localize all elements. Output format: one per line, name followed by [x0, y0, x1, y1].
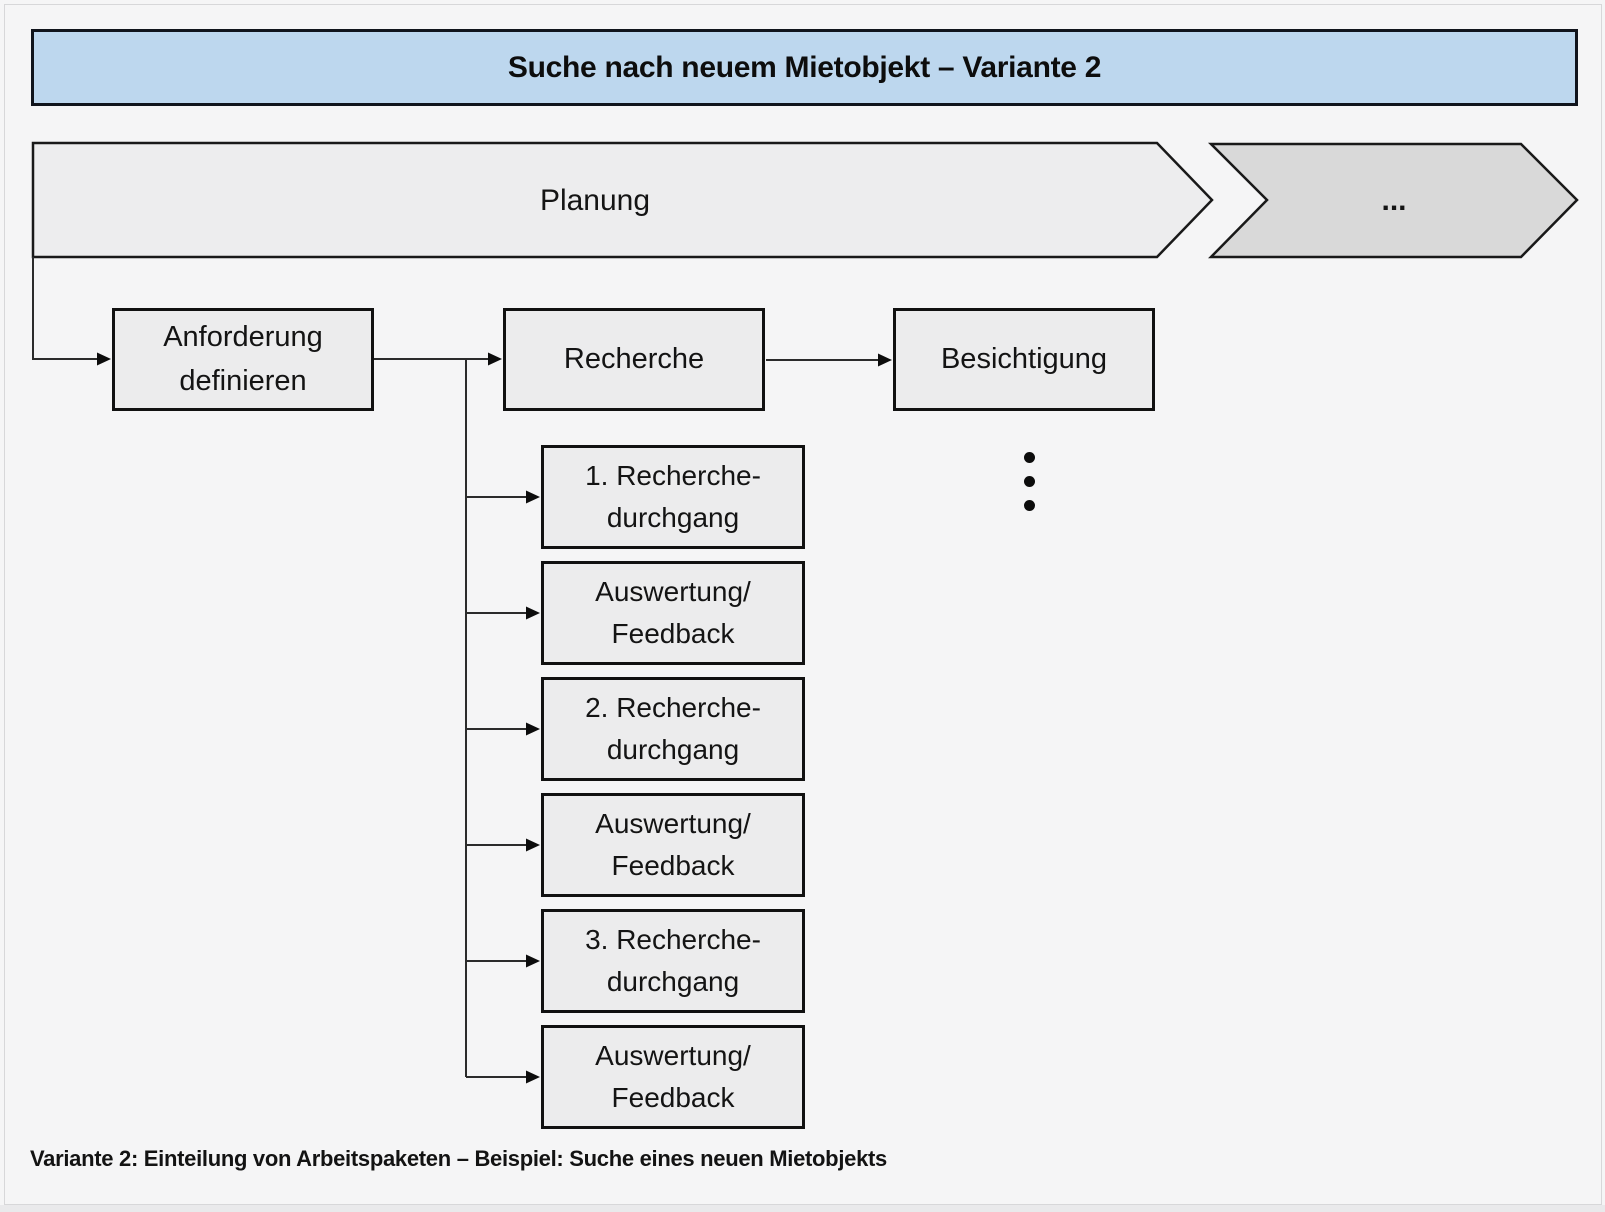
substep-5-line2: durchgang — [606, 966, 740, 997]
step-besichtigung: Besichtigung — [893, 308, 1155, 411]
ellipsis-dot — [1024, 452, 1035, 463]
phase-planung-label: Planung — [33, 144, 1157, 257]
substep-recherchedurchgang-3: 3. Recherche- durchgang — [541, 909, 805, 1013]
arrowhead-substep-4 — [526, 838, 540, 852]
substep-2-line2: Feedback — [611, 618, 735, 649]
diagram-title-bar: Suche nach neuem Mietobjekt – Variante 2 — [31, 29, 1578, 106]
arrowhead-substep-3 — [526, 722, 540, 736]
substep-6-line2: Feedback — [611, 1082, 735, 1113]
substep-3-line1: 2. Recherche- — [585, 692, 761, 723]
ellipsis-dot — [1024, 500, 1035, 511]
diagram-title: Suche nach neuem Mietobjekt – Variante 2 — [507, 50, 1102, 84]
arrowhead-substep-2 — [526, 606, 540, 620]
phase-planung-text: Planung — [539, 183, 651, 217]
step-besichtigung-label: Besichtigung — [940, 342, 1108, 375]
step-anforderung-line1: Anforderung — [163, 321, 323, 353]
substep-auswertung-feedback-2: Auswertung/ Feedback — [541, 793, 805, 897]
vertical-ellipsis — [1024, 452, 1035, 511]
substep-5-line1: 3. Recherche- — [585, 924, 761, 955]
substep-6-line1: Auswertung/ — [595, 1040, 751, 1071]
substep-auswertung-feedback-3: Auswertung/ Feedback — [541, 1025, 805, 1129]
arrowhead-anforderung — [97, 352, 111, 366]
substep-1-line2: durchgang — [606, 502, 740, 533]
phase-planung-chevron-shape — [31, 141, 1214, 259]
step-anforderung-line2: definieren — [179, 364, 307, 397]
substep-4-line1: Auswertung/ — [595, 808, 751, 839]
phase-more-label: ... — [1211, 144, 1577, 257]
phase-more-text: ... — [1381, 183, 1407, 217]
arrowhead-recherche — [488, 352, 502, 366]
substep-recherchedurchgang-2: 2. Recherche- durchgang — [541, 677, 805, 781]
substep-auswertung-feedback-1: Auswertung/ Feedback — [541, 561, 805, 665]
figure-caption: Variante 2: Einteilung von Arbeitspakete… — [30, 1146, 887, 1171]
arrowhead-substep-5 — [526, 954, 540, 968]
bottom-strip — [0, 1205, 1605, 1212]
substep-3-line2: durchgang — [606, 734, 740, 765]
substep-1-line1: 1. Recherche- — [585, 460, 761, 491]
arrowhead-substep-6 — [526, 1070, 540, 1084]
substep-2-line1: Auswertung/ — [595, 576, 751, 607]
phase-more-chevron-shape — [1207, 142, 1579, 259]
substep-recherchedurchgang-1: 1. Recherche- durchgang — [541, 445, 805, 549]
step-anforderung-definieren: Anforderung definieren — [112, 308, 374, 411]
arrowhead-substep-1 — [526, 490, 540, 504]
connector-planung-to-anforderung — [32, 257, 98, 360]
step-recherche: Recherche — [503, 308, 765, 411]
ellipsis-dot — [1024, 476, 1035, 487]
step-recherche-label: Recherche — [563, 342, 705, 375]
arrowhead-besichtigung — [878, 353, 892, 367]
substep-4-line2: Feedback — [611, 850, 735, 881]
